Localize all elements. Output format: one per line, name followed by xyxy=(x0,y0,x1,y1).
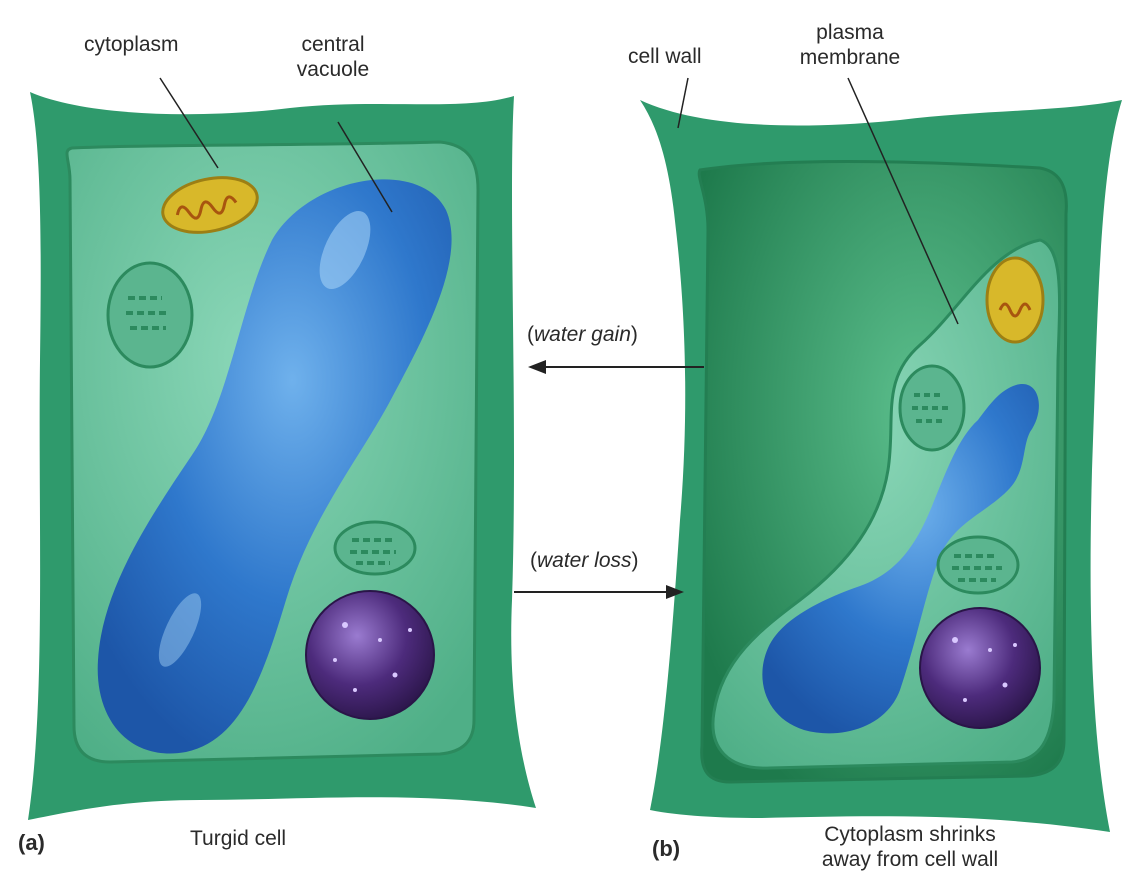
nucleus-b xyxy=(920,608,1040,728)
turgid-cell xyxy=(28,92,536,820)
panel-letter-b: (b) xyxy=(652,836,680,861)
label-cytoplasm: cytoplasm xyxy=(84,32,179,57)
plasmolysed-cell xyxy=(640,100,1122,832)
label-plasma-membrane: plasma membrane xyxy=(760,20,940,70)
panel-letter-a: (a) xyxy=(18,830,45,855)
nucleus-a xyxy=(306,591,434,719)
label-cell-wall: cell wall xyxy=(628,44,702,69)
label-central-vacuole: central vacuole xyxy=(278,32,388,82)
chloroplast-b2 xyxy=(938,537,1018,593)
chloroplast-a2 xyxy=(335,522,415,574)
water-loss-arrow xyxy=(514,585,684,599)
mitochondrion-b xyxy=(987,258,1043,342)
chloroplast-a1 xyxy=(108,263,192,367)
caption-b: Cytoplasm shrinks away from cell wall xyxy=(780,822,1040,872)
water-gain-arrow xyxy=(528,360,704,374)
label-water-loss: (water loss) xyxy=(530,548,639,573)
chloroplast-b1 xyxy=(900,366,964,450)
caption-a: Turgid cell xyxy=(190,826,286,851)
label-water-gain: (water gain) xyxy=(527,322,638,347)
